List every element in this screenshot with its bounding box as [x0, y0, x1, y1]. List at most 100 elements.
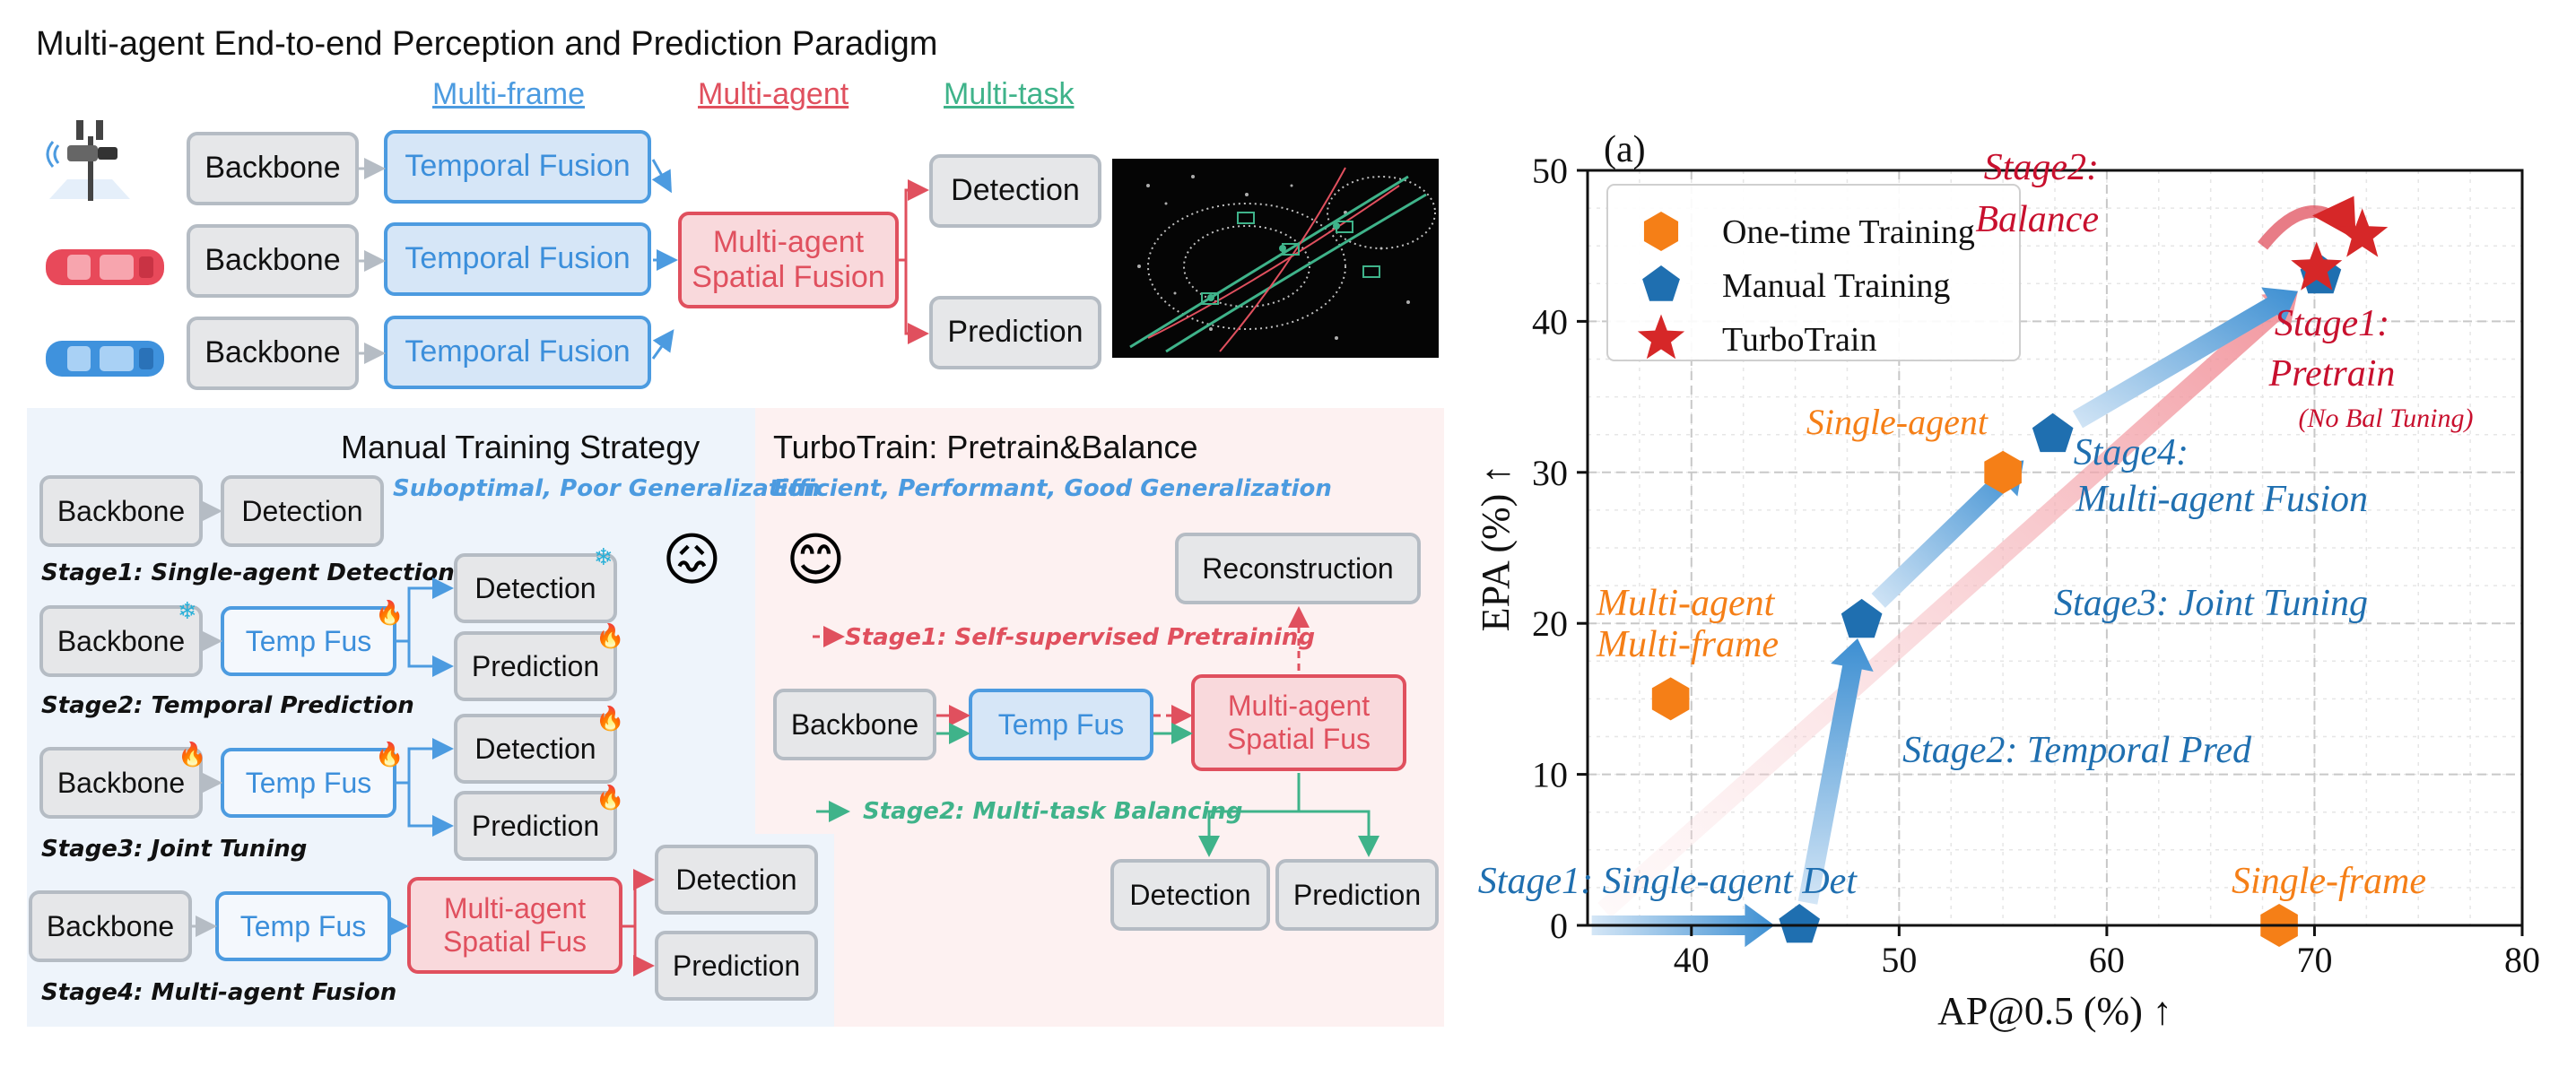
x-tick-label: 60 [2089, 940, 2125, 980]
manual-stage3-label: Stage3: Joint Tuning [41, 836, 308, 863]
legend-star-icon [1637, 314, 1685, 360]
manual-s4-spatialfus: Multi-agent Spatial Fus [407, 877, 622, 974]
fire-icon: 🔥 [596, 705, 625, 732]
chart-annotation: Pretrain [2268, 353, 2396, 395]
chart-annotation: Single-frame [2232, 861, 2426, 902]
diagram-title: Multi-agent End-to-end Perception and Pr… [36, 25, 938, 63]
chart-annotation: Stage4: [2074, 432, 2189, 473]
manual-s2-prediction: Prediction [454, 631, 617, 701]
star-marker [2337, 208, 2389, 257]
turbo-spatial-line1: Multi-agent [1227, 690, 1371, 723]
chart-annotation: Stage3: Joint Tuning [2054, 583, 2368, 624]
y-tick-label: 10 [1532, 755, 1568, 795]
turbo-tempfus: Temp Fus [969, 689, 1153, 760]
manual-s3-detection: Detection [454, 714, 617, 784]
chart-annotation: Single-agent [1806, 402, 1989, 442]
confounded-emoji: 😖 [662, 527, 722, 592]
freeze-icon: ❄ [178, 597, 197, 624]
manual-s4-backbone: Backbone [29, 890, 192, 962]
manual-spatial-line1: Multi-agent [443, 892, 587, 925]
hexagon-marker [1651, 677, 1690, 721]
pentagon-marker [1779, 904, 1821, 943]
blue-car-icon [46, 341, 164, 377]
lidar-point-cloud-image [1112, 159, 1439, 358]
chart-annotation: (No Bal Tuning) [2298, 404, 2473, 433]
manual-s1-detection: Detection [221, 475, 384, 547]
plot-frame [1586, 169, 2524, 927]
y-tick-label: 20 [1532, 603, 1568, 644]
legend-pentagon-icon [1642, 265, 1680, 301]
panel-label: (a) [1604, 129, 1646, 170]
temporal-fusion-box-3: Temporal Fusion [384, 316, 651, 389]
fire-icon: 🔥 [375, 741, 405, 768]
y-tick-label: 30 [1532, 453, 1568, 493]
backbone-box-2: Backbone [187, 224, 359, 298]
manual-title: Manual Training Strategy [341, 429, 701, 465]
chart-annotation: Stage1: [2275, 303, 2389, 344]
spatial-fusion-line1: Multi-agent [712, 224, 865, 259]
spatial-fusion-box: Multi-agent Spatial Fusion [678, 212, 899, 308]
multi-frame-label: Multi-frame [432, 77, 586, 111]
legend-entry: Manual Training [1722, 267, 1950, 305]
chart-annotation: Stage2: [1984, 147, 2099, 188]
turbo-spatialfus: Multi-agent Spatial Fus [1191, 674, 1406, 771]
manual-s2-tempfus: Temp Fus [221, 606, 396, 676]
stage3-gradient-arrow [1871, 460, 2024, 608]
turbo-reconstruction: Reconstruction [1175, 533, 1421, 604]
pentagon-marker [2032, 412, 2074, 453]
turbo-title: TurboTrain: Pretrain&Balance [773, 429, 1198, 465]
x-tick-label: 50 [1881, 940, 1917, 980]
fire-icon: 🔥 [596, 784, 625, 811]
x-tick-label: 40 [1674, 940, 1710, 980]
manual-stage2-label: Stage2: Temporal Prediction [41, 692, 414, 719]
backbone-box-1: Backbone [187, 132, 359, 205]
x-axis-label: AP@0.5 (%) ↑ [1937, 989, 2172, 1033]
chart-annotation: Multi-agent [1596, 583, 1776, 624]
legend-box [1606, 184, 2021, 361]
chart-annotation: Multi-frame [1596, 624, 1779, 665]
manual-s3-prediction: Prediction [454, 791, 617, 861]
temporal-fusion-box-1: Temporal Fusion [384, 130, 651, 204]
manual-stage4-label: Stage4: Multi-agent Fusion [41, 979, 397, 1006]
turbo-stage2-label: Stage2: Multi-task Balancing [863, 798, 1243, 825]
x-tick-label: 80 [2504, 940, 2540, 980]
legend-entry: TurboTrain [1722, 321, 1876, 359]
pretrain-gradient-arrow [1597, 291, 2298, 918]
manual-subtitle: Suboptimal, Poor Generalization [393, 475, 821, 502]
turbo-backbone: Backbone [773, 689, 936, 760]
y-axis-label: EPA (%) ↑ [1474, 464, 1518, 632]
multi-agent-label: Multi-agent [698, 77, 849, 111]
smiling-emoji: 😊 [786, 527, 846, 592]
fire-icon: 🔥 [375, 599, 405, 626]
manual-s4-detection: Detection [655, 845, 818, 915]
roadside-camera-icon [46, 120, 130, 201]
spatial-fusion-line2: Spatial Fusion [692, 260, 885, 294]
fire-icon: 🔥 [178, 741, 207, 768]
turbo-subtitle: Efficient, Performant, Good Generalizati… [773, 475, 1332, 502]
chart-annotation: Multi-agent Fusion [2076, 479, 2368, 520]
multi-task-label: Multi-task [944, 77, 1075, 111]
temporal-fusion-box-2: Temporal Fusion [384, 222, 651, 296]
legend-entry: One-time Training [1722, 213, 1975, 251]
turbo-prediction: Prediction [1275, 859, 1439, 931]
y-tick-label: 50 [1532, 151, 1568, 191]
fire-icon: 🔥 [596, 622, 625, 649]
manual-stage1-label: Stage1: Single-agent Detection [41, 560, 455, 586]
turbo-stage1-label: Stage1: Self-supervised Pretraining [845, 624, 1316, 651]
y-tick-label: 0 [1550, 906, 1568, 946]
manual-s2-detection: Detection [454, 553, 617, 623]
manual-s3-tempfus: Temp Fus [221, 748, 396, 818]
chart-annotation: Stage2: Temporal Pred [1902, 730, 2252, 771]
chart-annotation: Balance [1975, 199, 2099, 240]
turbo-detection: Detection [1110, 859, 1270, 931]
lower-connectors [192, 500, 1379, 976]
chart-annotation: Stage1: Single-agent Det [1478, 861, 1858, 902]
pentagon-marker [1841, 598, 1883, 638]
turbo-spatial-line2: Spatial Fus [1226, 723, 1371, 755]
star-marker [2291, 241, 2343, 291]
prediction-box-top: Prediction [929, 296, 1101, 369]
manual-s1-backbone: Backbone [39, 475, 203, 547]
stage4-gradient-arrow [2072, 287, 2298, 429]
